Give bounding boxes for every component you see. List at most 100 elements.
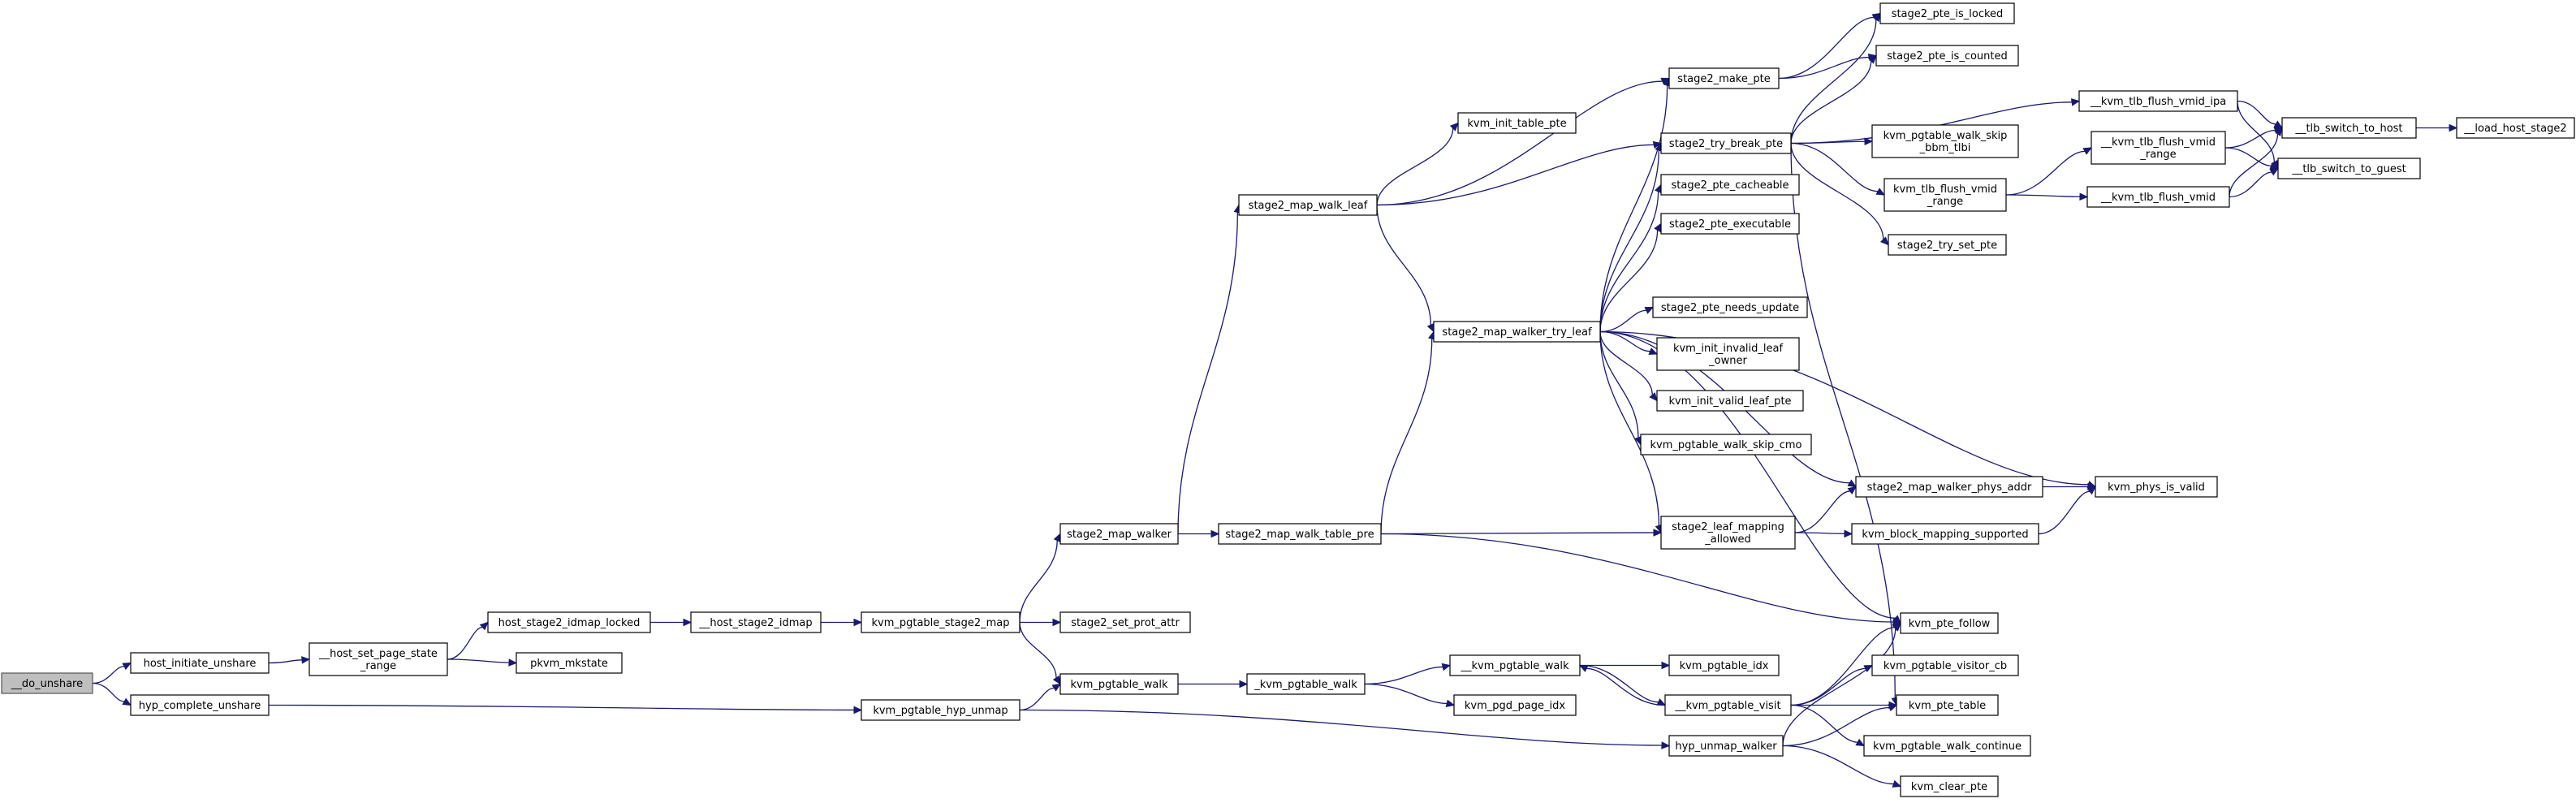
edge-line (2224, 129, 2276, 149)
arrowhead (2274, 127, 2283, 136)
edge-line (1790, 140, 1866, 145)
node-box (516, 652, 623, 674)
node-kvm-init-valid-leaf-pte[interactable]: kvm_init_valid_leaf_pte (1656, 390, 1804, 412)
node-label: stage2_pte_needs_update (1661, 302, 1799, 314)
node-stage2-pte-needs-update[interactable]: stage2_pte_needs_update (1652, 296, 1808, 318)
node-label: stage2_try_set_pte (1897, 240, 1997, 252)
arrowhead (1855, 738, 1866, 747)
edge-line (1376, 144, 1655, 206)
edge-host-stage2-idmap-to-kvm-pgtable-stage2-map (821, 618, 863, 627)
node-label: __kvm_tlb_flush_vmid (2100, 192, 2216, 204)
node-stage2-map-walk-table-pre[interactable]: stage2_map_walk_table_pre (1218, 523, 1382, 545)
edge-stage2-map-walker-try-leaf-to-stage2-make-pte (1599, 77, 1672, 332)
edge-stage2-try-break-pte-to-stage2-pte-is-counted (1790, 54, 1877, 144)
node-host-stage2-idmap[interactable]: __host_stage2_idmap (690, 611, 822, 633)
edge-stage2-try-break-pte-to-kvm-tlb-flush-vmid-ipa (1790, 98, 2081, 145)
node-label: stage2_pte_is_counted (1887, 50, 2008, 63)
node-stage2-pte-is-counted[interactable]: stage2_pte_is_counted (1875, 45, 2019, 67)
node-stage2-map-walker[interactable]: stage2_map_walker (1059, 523, 1179, 545)
node-kvm-pgtable-walk-continue[interactable]: kvm_pgtable_walk_continue (1863, 735, 2031, 757)
node-kvm-pgtable-walk-skip-bbm-tlbi[interactable]: kvm_pgtable_walk_skip_bbm_tlbi (1871, 124, 2019, 158)
arrowhead (683, 618, 693, 627)
edge-hyp-unmap-walker-to-kvm-pte-table (1782, 704, 1898, 747)
node-pkvm-mkstate[interactable]: pkvm_mkstate (516, 652, 623, 674)
node-box (1863, 735, 2031, 757)
node-kvm-tlb-flush-vmid-range[interactable]: __kvm_tlb_flush_vmid_range (2091, 131, 2226, 165)
node-box (1246, 673, 1366, 695)
node-load-host-stage2[interactable]: __load_host_stage2 (2456, 117, 2575, 139)
edge-line (1599, 85, 1668, 332)
node-box (1059, 673, 1179, 695)
node-stage2-pte-cacheable[interactable]: stage2_pte_cacheable (1660, 174, 1800, 196)
node-kvm-pgd-page-idx[interactable]: kvm_pgd_page_idx (1453, 694, 1577, 716)
node-stage2-make-pte[interactable]: stage2_make_pte (1668, 67, 1780, 89)
edge-kvm-tlb-flush-vmid-range-to-kvm-tlb-flush-vmid-range (2005, 147, 2093, 196)
node-kvm-init-table-pte[interactable]: kvm_init_table_pte (1457, 112, 1577, 134)
node-stage2-map-walk-leaf[interactable]: stage2_map_walk_leaf (1238, 194, 1378, 216)
arrowhead (1867, 54, 1877, 64)
edge-line (1019, 709, 1663, 746)
node-tlb-switch-to-host[interactable]: __tlb_switch_to_host (2281, 117, 2417, 139)
node-stage2-map-walker-phys-addr[interactable]: stage2_map_walker_phys_addr (1855, 476, 2043, 498)
arrowhead (1864, 137, 1874, 146)
node-label: __kvm_tlb_flush_vmid (2100, 136, 2216, 149)
node-stage2-pte-executable[interactable]: stage2_pte_executable (1660, 213, 1800, 235)
node-kvm-tlb-flush-vmid[interactable]: __kvm_tlb_flush_vmid (2086, 186, 2230, 208)
node-stage2-try-set-pte[interactable]: stage2_try_set_pte (1888, 234, 2007, 256)
node-do-unshare[interactable]: __do_unshare (1, 672, 93, 694)
node-box (1238, 194, 1378, 216)
node-label: stage2_map_walk_leaf (1249, 200, 1368, 212)
node-kvm-pte-follow[interactable]: kvm_pte_follow (1900, 612, 1999, 634)
node-kvm-pgtable-visit[interactable]: __kvm_pgtable_visit (1664, 694, 1792, 716)
node-stage2-try-break-pte[interactable]: stage2_try_break_pte (1660, 132, 1792, 154)
node-label: stage2_map_walker_try_leaf (1442, 326, 1592, 339)
node-kvm-tlb-flush-vmid-ipa[interactable]: __kvm_tlb_flush_vmid_ipa (2078, 90, 2238, 112)
node-label: host_initiate_unshare (144, 658, 257, 670)
node-host-set-page-state-range[interactable]: __host_set_page_state_range (309, 642, 448, 676)
node-kvm-pte-table[interactable]: kvm_pte_table (1896, 694, 1999, 716)
node-label: _allowed (1704, 533, 1751, 546)
edge-line (1790, 704, 1858, 743)
edge-stage2-try-break-pte-to-kvm-pte-table (1790, 143, 1899, 706)
node-box (1457, 112, 1577, 134)
node-box (1896, 694, 1999, 716)
node-kvm-pgtable-walk[interactable]: _kvm_pgtable_walk (1246, 673, 1366, 695)
node-box (690, 611, 822, 633)
node-box (1433, 321, 1601, 343)
node-kvm-phys-is-valid[interactable]: kvm_phys_is_valid (2095, 476, 2218, 498)
node-kvm-pgtable-walk[interactable]: kvm_pgtable_walk (1059, 673, 1179, 695)
node-stage2-pte-is-locked[interactable]: stage2_pte_is_locked (1879, 2, 2015, 24)
edge-line (447, 626, 483, 660)
node-kvm-init-invalid-leaf-owner[interactable]: kvm_init_invalid_leaf_owner (1656, 337, 1800, 371)
node-label: __do_unshare (11, 678, 83, 690)
arrowhead (1239, 680, 1249, 689)
edge-stage2-map-walk-table-pre-to-kvm-pte-follow (1380, 533, 1902, 626)
node-kvm-pgtable-hyp-unmap[interactable]: kvm_pgtable_hyp_unmap (861, 699, 1020, 721)
node-label: kvm_pgtable_walk_skip (1883, 130, 2008, 142)
node-hyp-complete-unshare[interactable]: hyp_complete_unshare (130, 694, 270, 716)
node-kvm-clear-pte[interactable]: kvm_clear_pte (1900, 775, 1999, 797)
edge-line (1782, 628, 1896, 746)
arrowhead (1578, 664, 1589, 672)
edge-kvm-pgtable-walk-to-kvm-pgtable-walk (1364, 663, 1452, 685)
node-hyp-unmap-walker[interactable]: hyp_unmap_walker (1668, 735, 1784, 757)
node-kvm-pgtable-walk[interactable]: __kvm_pgtable_walk (1449, 654, 1581, 676)
node-kvm-tlb-flush-vmid-range[interactable]: kvm_tlb_flush_vmid_range (1883, 178, 2007, 212)
arrowhead (1892, 779, 1902, 788)
node-kvm-block-mapping-supported[interactable]: kvm_block_mapping_supported (1851, 523, 2039, 545)
node-kvm-pgtable-visitor-cb[interactable]: kvm_pgtable_visitor_cb (1871, 654, 2019, 676)
node-box (1218, 523, 1382, 545)
node-label: stage2_pte_executable (1669, 218, 1791, 231)
edge-stage2-map-walker-try-leaf-to-stage2-leaf-mapping-allowed (1599, 331, 1663, 534)
node-tlb-switch-to-guest[interactable]: __tlb_switch_to_guest (2277, 158, 2421, 179)
node-stage2-set-prot-attr[interactable]: stage2_set_prot_attr (1059, 611, 1191, 633)
node-box (2277, 158, 2421, 179)
node-stage2-leaf-mapping-allowed[interactable]: stage2_leaf_mapping_allowed (1660, 516, 1796, 550)
node-kvm-pgtable-stage2-map[interactable]: kvm_pgtable_stage2_map (861, 611, 1020, 633)
node-kvm-pgtable-idx[interactable]: kvm_pgtable_idx (1668, 654, 1780, 676)
node-box (1900, 612, 1999, 634)
node-kvm-pgtable-walk-skip-cmo[interactable]: kvm_pgtable_walk_skip_cmo (1640, 434, 1812, 455)
node-host-stage2-idmap-locked[interactable]: host_stage2_idmap_locked (487, 611, 651, 633)
node-host-initiate-unshare[interactable]: host_initiate_unshare (130, 652, 270, 674)
node-stage2-map-walker-try-leaf[interactable]: stage2_map_walker_try_leaf (1433, 321, 1601, 343)
